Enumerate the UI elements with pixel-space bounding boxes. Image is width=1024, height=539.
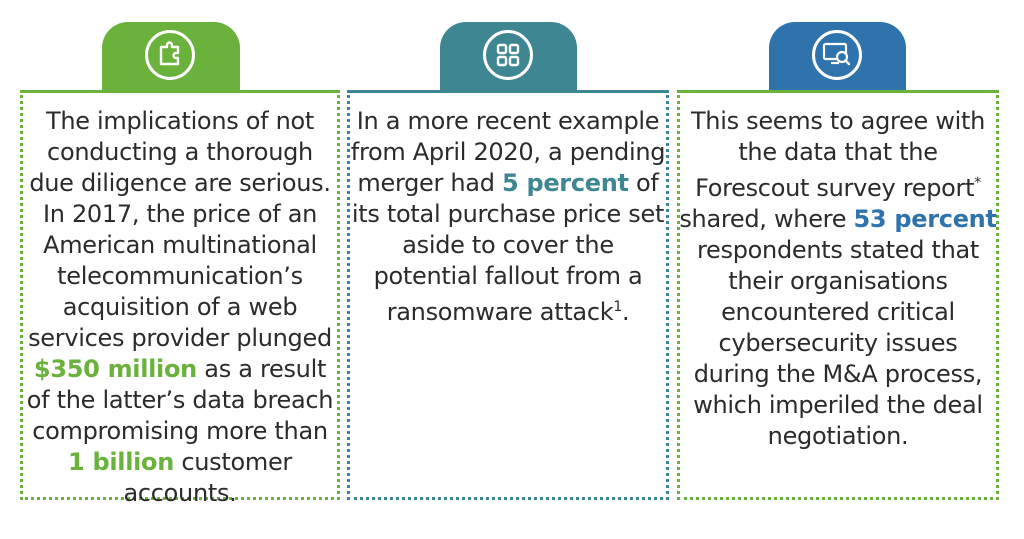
card-3-text: This seems to agree with the data that t…	[677, 106, 999, 452]
text-line: conducting a thorough	[47, 138, 313, 166]
text-fragment: of	[628, 169, 659, 197]
text-line: This seems to agree with	[690, 107, 986, 135]
text-line: services provider plunged	[28, 324, 332, 352]
text-fragment: as a result	[196, 355, 327, 383]
card-1-icon-circle	[145, 30, 195, 80]
card-1: The implications of not conducting a tho…	[20, 90, 340, 507]
card-2-text: In a more recent example from April 2020…	[347, 106, 669, 328]
text-line: of the latter’s data breach	[26, 386, 334, 414]
text-line: Forescout survey report*	[677, 168, 999, 204]
text-line: cybersecurity issues	[718, 329, 958, 357]
text-fragment: shared, where	[679, 205, 854, 233]
text-line: American multinational	[43, 231, 317, 259]
text-line: its total purchase price set	[351, 200, 665, 228]
text-line: shared, where 53 percent	[677, 204, 999, 235]
text-line: potential fallout from a	[373, 262, 643, 290]
text-line: from April 2020, a pending	[350, 138, 666, 166]
text-line: compromising more than	[32, 417, 328, 445]
text-line: aside to cover the	[402, 231, 614, 259]
text-line: acquisition of a web	[62, 293, 298, 321]
text-line: during the M&A process,	[693, 360, 983, 388]
text-line: negotiation.	[767, 422, 909, 450]
text-fragment: customer	[174, 448, 292, 476]
footnote-marker: 1	[613, 299, 622, 315]
text-fragment: Forescout survey report	[695, 174, 975, 202]
grid-icon	[496, 43, 520, 67]
text-line: the data that the	[738, 138, 938, 166]
text-line: The implications of not	[45, 107, 315, 135]
text-line: due diligence are serious.	[29, 169, 331, 197]
footnote-marker: *	[974, 175, 981, 191]
monitor-search-icon	[822, 42, 851, 66]
text-line: which imperiled the deal	[693, 391, 983, 419]
card-3-icon-circle	[812, 30, 862, 80]
text-fragment: merger had	[357, 169, 502, 197]
text-line: respondents stated that	[697, 236, 979, 264]
text-fragment: ransomware attack	[386, 298, 614, 326]
highlight-count: 1 billion	[68, 448, 175, 476]
text-line: In a more recent example	[356, 107, 660, 135]
card-3: This seems to agree with the data that t…	[677, 90, 999, 500]
text-line: accounts.	[123, 479, 237, 507]
text-line: telecommunication’s	[57, 262, 303, 290]
card-1-text: The implications of not conducting a tho…	[20, 106, 340, 509]
text-line: $350 million as a result	[20, 354, 340, 385]
text-line: In 2017, the price of an	[42, 200, 318, 228]
text-line: encountered critical	[721, 298, 955, 326]
card-2-icon-circle	[483, 30, 533, 80]
text-line: ransomware attack1.	[347, 292, 669, 328]
text-line: merger had 5 percent of	[347, 168, 669, 199]
highlight-amount: $350 million	[33, 355, 197, 383]
highlight-percent: 53 percent	[853, 205, 997, 233]
text-line: 1 billion customer	[20, 447, 340, 478]
text-fragment: .	[621, 298, 630, 326]
puzzle-piece-icon	[159, 41, 180, 66]
text-line: their organisations	[728, 267, 948, 295]
card-2: In a more recent example from April 2020…	[347, 90, 669, 500]
highlight-percent: 5 percent	[501, 169, 629, 197]
